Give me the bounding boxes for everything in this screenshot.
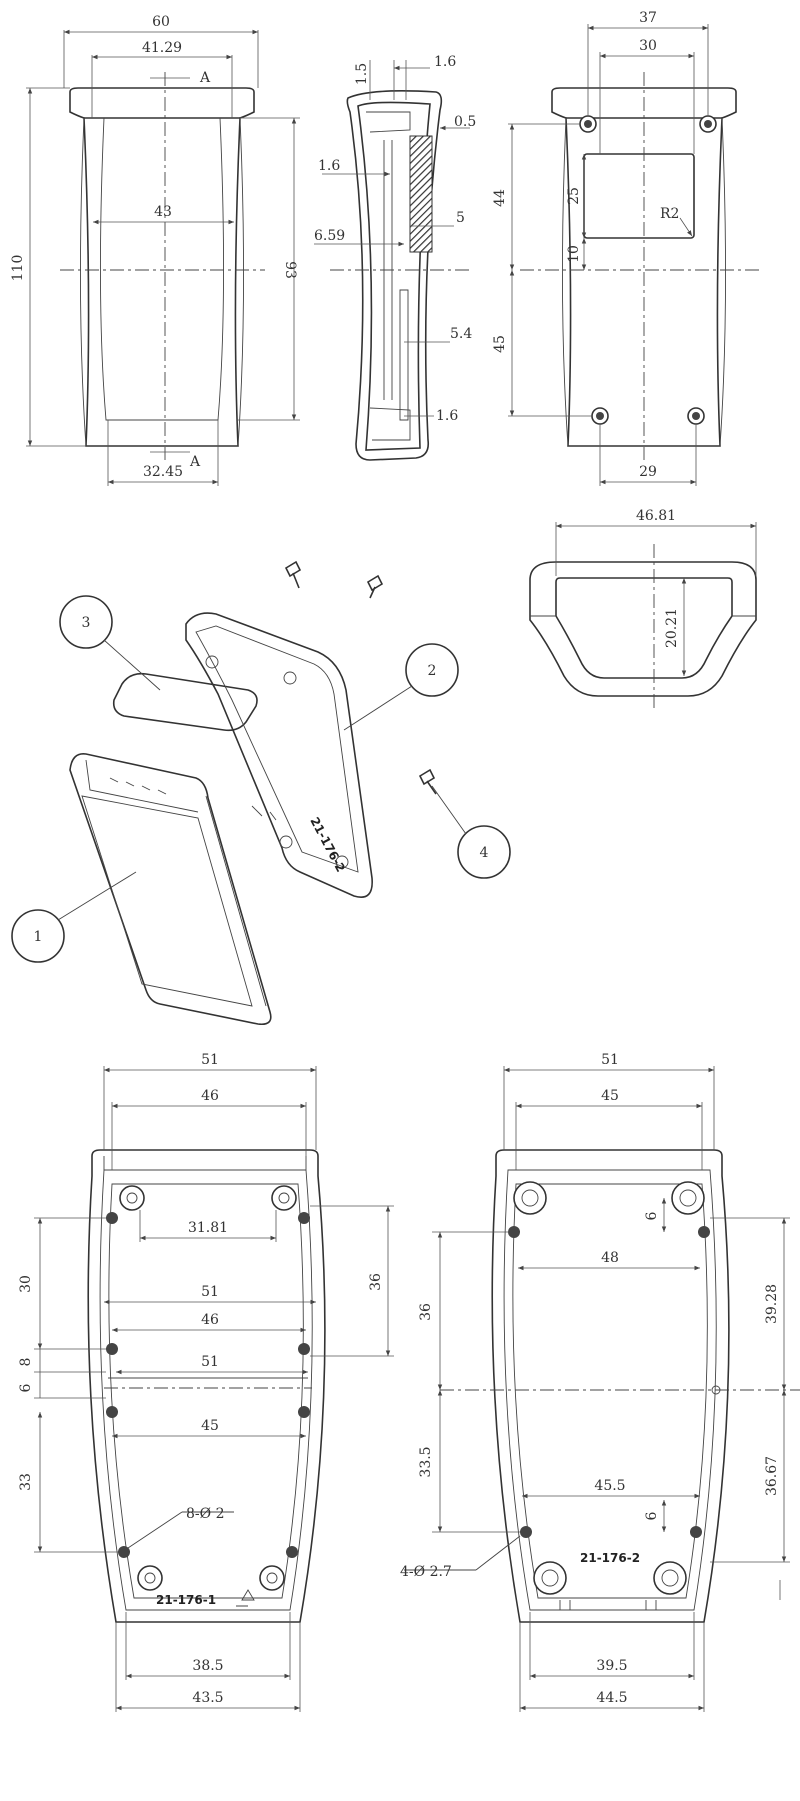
dim-front-inner: 41.29 <box>142 40 182 56</box>
dim-bl-left-8: 8 <box>18 1358 34 1367</box>
dim-br-base-inner: 39.5 <box>596 1658 627 1674</box>
dim-front-height: 110 <box>10 255 26 282</box>
recycle-icon <box>236 1589 255 1607</box>
dim-sect-bottom: 1.6 <box>436 408 458 424</box>
dim-back-bottom: 29 <box>639 464 657 480</box>
hole-note-right: 4-Ø 2.7 <box>400 1564 452 1580</box>
exploded-view: 21-176-2 3 2 4 1 <box>11 560 511 1026</box>
dim-bl-left-bottom: 33 <box>18 1473 34 1491</box>
dim-bl-right: 36 <box>368 1273 384 1291</box>
dim-bl-left-top: 30 <box>18 1275 34 1293</box>
dim-front-width: 60 <box>152 14 170 30</box>
part-front-cover <box>69 753 272 1026</box>
dim-front-inner-height: 93 <box>282 261 298 279</box>
part-window <box>112 672 258 732</box>
dim-front-mid: 43 <box>154 204 172 220</box>
dim-back-inner: 30 <box>639 38 657 54</box>
dim-sect-lower: 5.4 <box>450 326 472 342</box>
dim-br-base-outer: 44.5 <box>596 1690 627 1706</box>
back-view: 37 30 44 45 25 10 R2 29 <box>492 10 760 486</box>
dim-br-left-bottom: 33.5 <box>418 1446 434 1477</box>
dim-bl-base-outer: 43.5 <box>192 1690 223 1706</box>
section-label-top: A <box>199 70 211 86</box>
dim-br-right-top: 39.28 <box>764 1284 780 1324</box>
part-back-housing: 21-176-2 <box>185 612 373 898</box>
dim-br-offset-top: 6 <box>644 1211 660 1220</box>
part-mark-left: 21-176-1 <box>156 1593 216 1607</box>
callout-circle-1 <box>11 909 65 963</box>
dim-br-offset-bottom: 6 <box>644 1511 660 1520</box>
dim-bl-boss: 31.81 <box>188 1220 228 1236</box>
dim-back-lower: 45 <box>492 335 508 353</box>
section-label-bottom: A <box>189 454 201 470</box>
front-view: 60 41.29 43 32.45 110 93 A A <box>10 14 300 486</box>
inside-view-left: 51 46 31.81 51 46 51 45 30 8 6 33 36 8-Ø… <box>18 1052 394 1712</box>
dim-sect-top2: 1.6 <box>434 54 456 70</box>
section-view: 1.5 1.6 0.5 1.6 6.59 5 5.4 1.6 <box>314 54 476 461</box>
dim-back-radius: R2 <box>660 206 679 222</box>
dim-sect-right: 0.5 <box>454 114 476 130</box>
dim-br-right-bottom: 36.67 <box>764 1456 780 1496</box>
inside-view-right: 51 45 6 48 36 33.5 39.28 36.67 45.5 6 4-… <box>400 1052 800 1712</box>
dim-br-left-top: 36 <box>418 1303 434 1321</box>
dim-front-bottom: 32.45 <box>143 464 183 480</box>
dim-bl-base-inner: 38.5 <box>192 1658 223 1674</box>
dim-end-width: 46.81 <box>636 508 676 524</box>
hole-note-left: 8-Ø 2 <box>186 1506 224 1522</box>
dim-br-outer: 51 <box>601 1052 619 1068</box>
dim-bl-split: 51 <box>201 1354 219 1370</box>
dim-back-window: 25 <box>566 187 582 205</box>
callout-label-1: 1 <box>34 929 43 945</box>
dim-bl-inner: 46 <box>201 1088 219 1104</box>
dim-sect-depth: 6.59 <box>314 228 345 244</box>
callout-circle-4 <box>457 825 511 879</box>
callout-circle-2 <box>405 643 459 697</box>
part-mark-right: 21-176-2 <box>580 1551 640 1565</box>
dim-br-mid: 48 <box>601 1250 619 1266</box>
dim-br-inner: 45 <box>601 1088 619 1104</box>
exploded-part-mark: 21-176-2 <box>307 815 348 875</box>
dim-sect-top: 1.5 <box>354 63 370 85</box>
dim-back-offset: 10 <box>566 245 582 263</box>
section-hatch-window <box>409 135 433 253</box>
dim-sect-window: 5 <box>456 210 465 226</box>
dim-sect-left: 1.6 <box>318 158 340 174</box>
callout-label-2: 2 <box>428 663 437 679</box>
dim-back-upper: 44 <box>492 189 508 207</box>
end-view: 46.81 20.21 <box>529 508 757 712</box>
dim-end-height: 20.21 <box>664 608 680 648</box>
dim-back-width: 37 <box>639 10 657 26</box>
callout-label-4: 4 <box>480 845 489 861</box>
dim-bl-outer: 51 <box>201 1052 219 1068</box>
dim-bl-mid-inner: 46 <box>201 1312 219 1328</box>
dim-bl-mid-outer: 51 <box>201 1284 219 1300</box>
dim-br-lower: 45.5 <box>594 1478 625 1494</box>
callout-label-3: 3 <box>82 615 91 631</box>
part-screws <box>284 560 437 795</box>
callout-circle-3 <box>59 595 113 649</box>
dim-bl-left-6: 6 <box>18 1383 34 1392</box>
dim-bl-lower-inner: 45 <box>201 1418 219 1434</box>
